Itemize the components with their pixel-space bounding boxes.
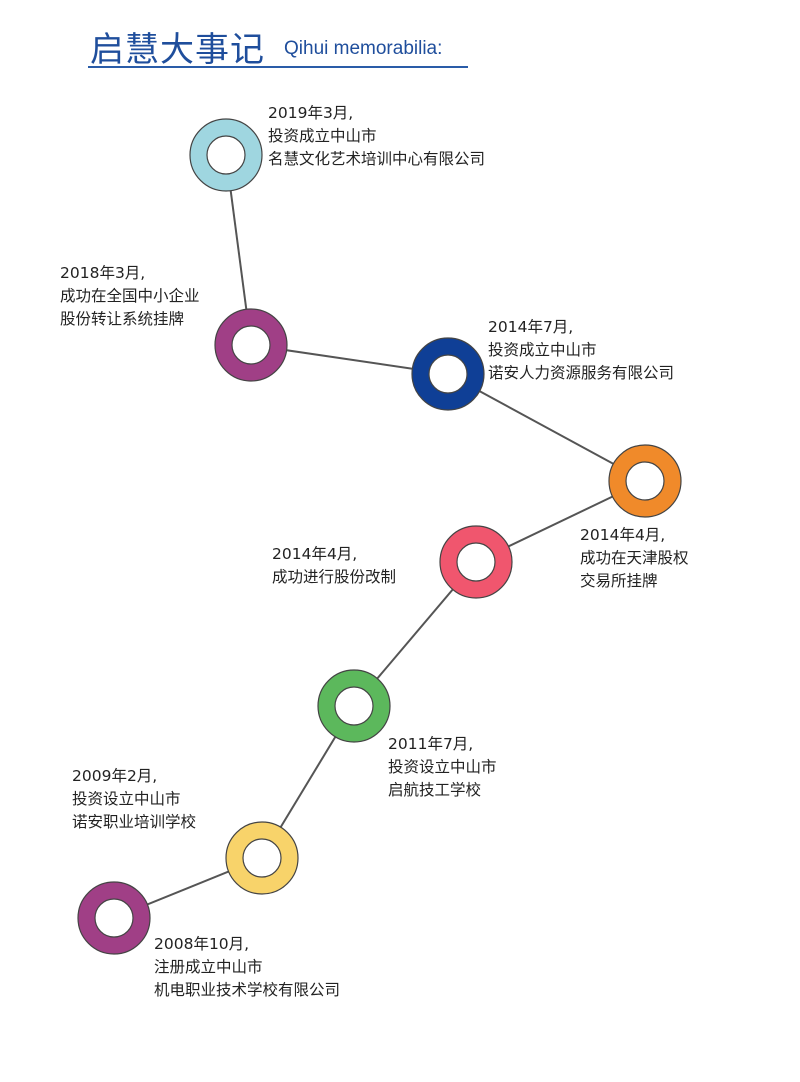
event-label: 2009年2月, 投资设立中山市诺安职业培训学校 <box>72 765 196 834</box>
timeline-node <box>608 444 682 518</box>
event-text: 投资设立中山市 <box>72 790 181 808</box>
node-hole <box>625 461 665 501</box>
event-date: 2014年4月, <box>580 526 666 544</box>
event-date: 2014年4月, <box>272 545 358 563</box>
event-date: 2009年2月, <box>72 767 158 785</box>
event-date: 2018年3月, <box>60 264 146 282</box>
node-hole <box>206 135 246 175</box>
event-date: 2014年7月, <box>488 318 574 336</box>
event-label: 2011年7月, 投资设立中山市启航技工学校 <box>388 733 497 802</box>
timeline-node <box>225 821 299 895</box>
node-hole <box>428 354 468 394</box>
node-hole <box>456 542 496 582</box>
event-date: 2019年3月, <box>268 104 354 122</box>
event-date: 2011年7月, <box>388 735 474 753</box>
timeline-link <box>447 373 646 482</box>
event-text: 成功在天津股权 <box>580 549 689 567</box>
event-text: 诺安职业培训学校 <box>72 813 197 831</box>
event-label: 2019年3月, 投资成立中山市名慧文化艺术培训中心有限公司 <box>268 102 485 171</box>
event-text: 投资成立中山市 <box>488 341 597 359</box>
event-label: 2014年4月, 成功在天津股权交易所挂牌 <box>580 524 689 593</box>
page-title: 启慧大事记 <box>90 30 265 70</box>
timeline-node <box>77 881 151 955</box>
event-label: 2014年7月, 投资成立中山市诺安人力资源服务有限公司 <box>488 316 674 385</box>
event-text: 机电职业技术学校有限公司 <box>154 981 341 999</box>
event-text: 交易所挂牌 <box>580 572 658 590</box>
timeline-node <box>317 669 391 743</box>
event-text: 投资设立中山市 <box>388 758 497 776</box>
node-hole <box>94 898 134 938</box>
event-label: 2008年10月, 注册成立中山市机电职业技术学校有限公司 <box>154 933 340 1002</box>
event-date: 2008年10月, <box>154 935 250 953</box>
event-label: 2014年4月, 成功进行股份改制 <box>272 543 396 589</box>
event-text: 成功在全国中小企业 <box>60 287 200 305</box>
title-underline <box>88 66 468 68</box>
timeline-node <box>411 337 485 411</box>
event-text: 启航技工学校 <box>388 781 482 799</box>
event-text: 注册成立中山市 <box>154 958 263 976</box>
event-text: 名慧文化艺术培训中心有限公司 <box>268 150 486 168</box>
node-hole <box>334 686 374 726</box>
timeline-node <box>189 118 263 192</box>
event-text: 成功进行股份改制 <box>272 568 397 586</box>
event-text: 股份转让系统挂牌 <box>60 310 185 328</box>
timeline-node <box>214 308 288 382</box>
timeline-node <box>439 525 513 599</box>
node-hole <box>242 838 282 878</box>
node-hole <box>231 325 271 365</box>
event-label: 2018年3月, 成功在全国中小企业股份转让系统挂牌 <box>60 262 200 331</box>
page-header: 启慧大事记 Qihui memorabilia: <box>88 18 468 70</box>
event-text: 诺安人力资源服务有限公司 <box>488 364 675 382</box>
timeline-nodes <box>77 118 682 955</box>
event-text: 投资成立中山市 <box>268 127 377 145</box>
page-subtitle: Qihui memorabilia: <box>284 38 443 59</box>
